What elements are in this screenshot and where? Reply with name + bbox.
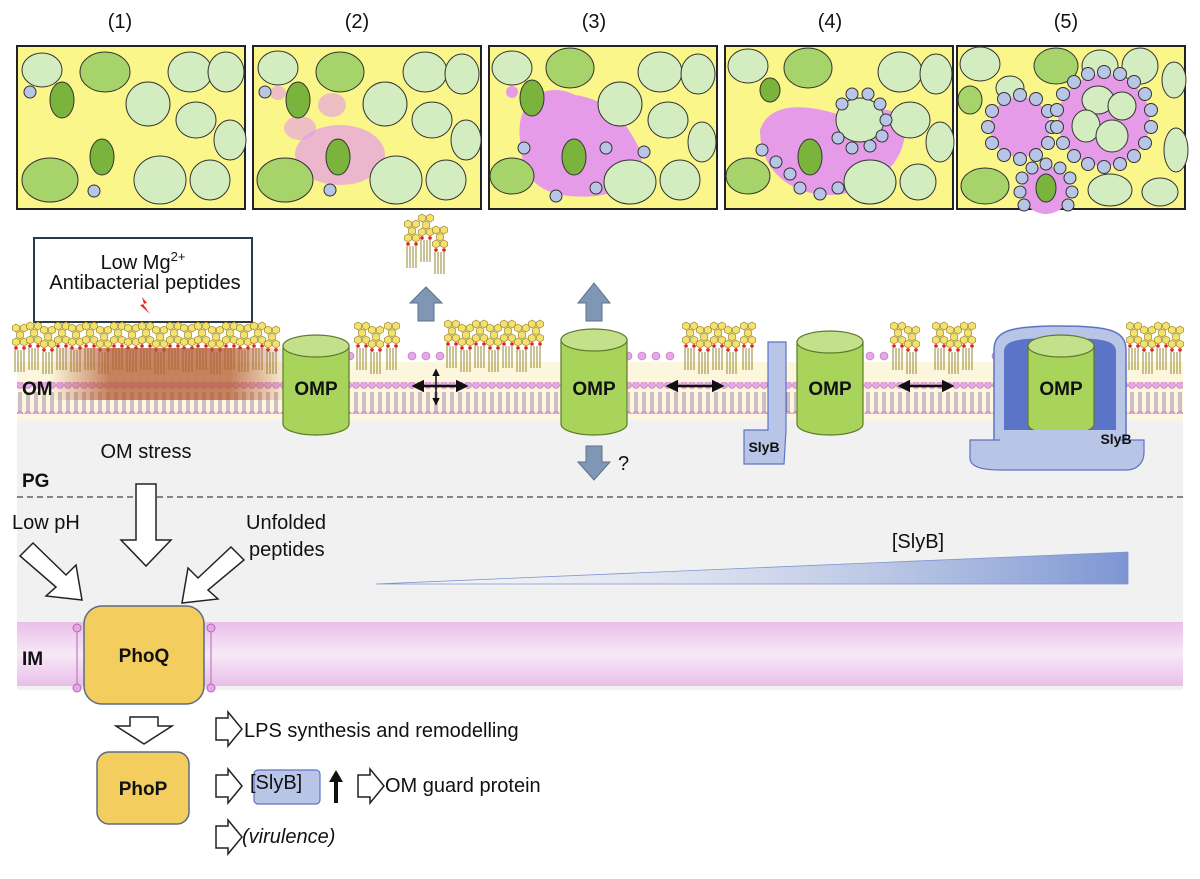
low-mg-label: Low Mg: [101, 252, 171, 274]
guard-output-label: OM guard protein: [385, 775, 541, 797]
phoq-label: PhoQ: [119, 646, 170, 667]
stress-signal-box: Low Mg2+ Antibacterial peptides: [33, 237, 253, 323]
lps-output-label: LPS synthesis and remodelling: [244, 720, 519, 742]
omp-label-4: OMP: [1039, 379, 1083, 400]
lps-output-arrow: [215, 709, 243, 749]
panel-label-3: (3): [582, 11, 606, 33]
unfolded-peptides-arrow: [181, 545, 246, 604]
omp-barrel-3: OMP: [796, 330, 864, 436]
slyb-single: SlyB: [743, 341, 787, 465]
omp-label-1: OMP: [294, 379, 338, 400]
omp-release-arrow-up: [576, 282, 612, 322]
slyb-cage-complex: OMP SlyB: [969, 325, 1145, 471]
im-label: IM: [22, 649, 43, 670]
om-stress-label: OM stress: [100, 441, 191, 463]
phop-label: PhoP: [119, 779, 168, 800]
guard-output-arrow: [357, 766, 385, 806]
unfolded-label-2: peptides: [249, 539, 325, 561]
lps-release-arrow: [408, 286, 444, 322]
phoq-lipids: [72, 623, 216, 693]
diffusion-arrows: [411, 368, 955, 406]
om-label: OM: [22, 379, 53, 400]
panel-label-4: (4): [818, 11, 842, 33]
low-ph-label: Low pH: [12, 512, 80, 534]
slyb-output-arrow: [215, 766, 243, 806]
damage-stain: [50, 348, 290, 400]
panel-label-1: (1): [108, 11, 132, 33]
question-mark: ?: [618, 453, 629, 475]
panel-label-5: (5): [1054, 11, 1078, 33]
slyb-output-label: [SlyB]: [250, 772, 302, 794]
svg-text:Low Mg2+: Low Mg2+: [101, 249, 186, 274]
panel-1-illustration: [16, 45, 247, 210]
pg-label: PG: [22, 471, 49, 492]
unfolded-label-1: Unfolded: [246, 512, 326, 534]
panel-label-2: (2): [345, 11, 369, 33]
om-stress-arrow: [119, 483, 173, 568]
slyb-label-2: SlyB: [1100, 431, 1131, 447]
slyb-gradient-wedge: [375, 551, 1129, 585]
omp-label-2: OMP: [572, 379, 616, 400]
virulence-label: (virulence): [242, 826, 335, 848]
omp-label-3: OMP: [808, 379, 852, 400]
phoq-to-phop-arrow: [113, 716, 175, 745]
mg-superscript: 2+: [171, 249, 186, 264]
lightning-icon: [140, 297, 150, 314]
slyb-gradient-label: [SlyB]: [892, 531, 944, 553]
omp-barrel-2: OMP: [560, 328, 628, 436]
antibacterial-peptides-label: Antibacterial peptides: [49, 272, 240, 294]
phop-box: [96, 751, 190, 825]
released-lps-cluster: [404, 213, 448, 275]
up-arrow-icon: [329, 770, 343, 803]
panel-2-illustration: [252, 45, 482, 210]
panel-4-illustration: [724, 45, 955, 210]
omp-barrel-1: OMP: [282, 334, 350, 436]
phoq-box: [83, 605, 205, 705]
panel-5-illustration: [956, 45, 1189, 214]
slyb-label-1: SlyB: [748, 439, 779, 455]
panel-3-illustration: [488, 45, 718, 210]
virulence-output-arrow: [215, 817, 243, 857]
low-ph-arrow: [18, 541, 83, 601]
slyb-output-box: [253, 769, 321, 805]
omp-release-arrow-down: [576, 445, 612, 481]
